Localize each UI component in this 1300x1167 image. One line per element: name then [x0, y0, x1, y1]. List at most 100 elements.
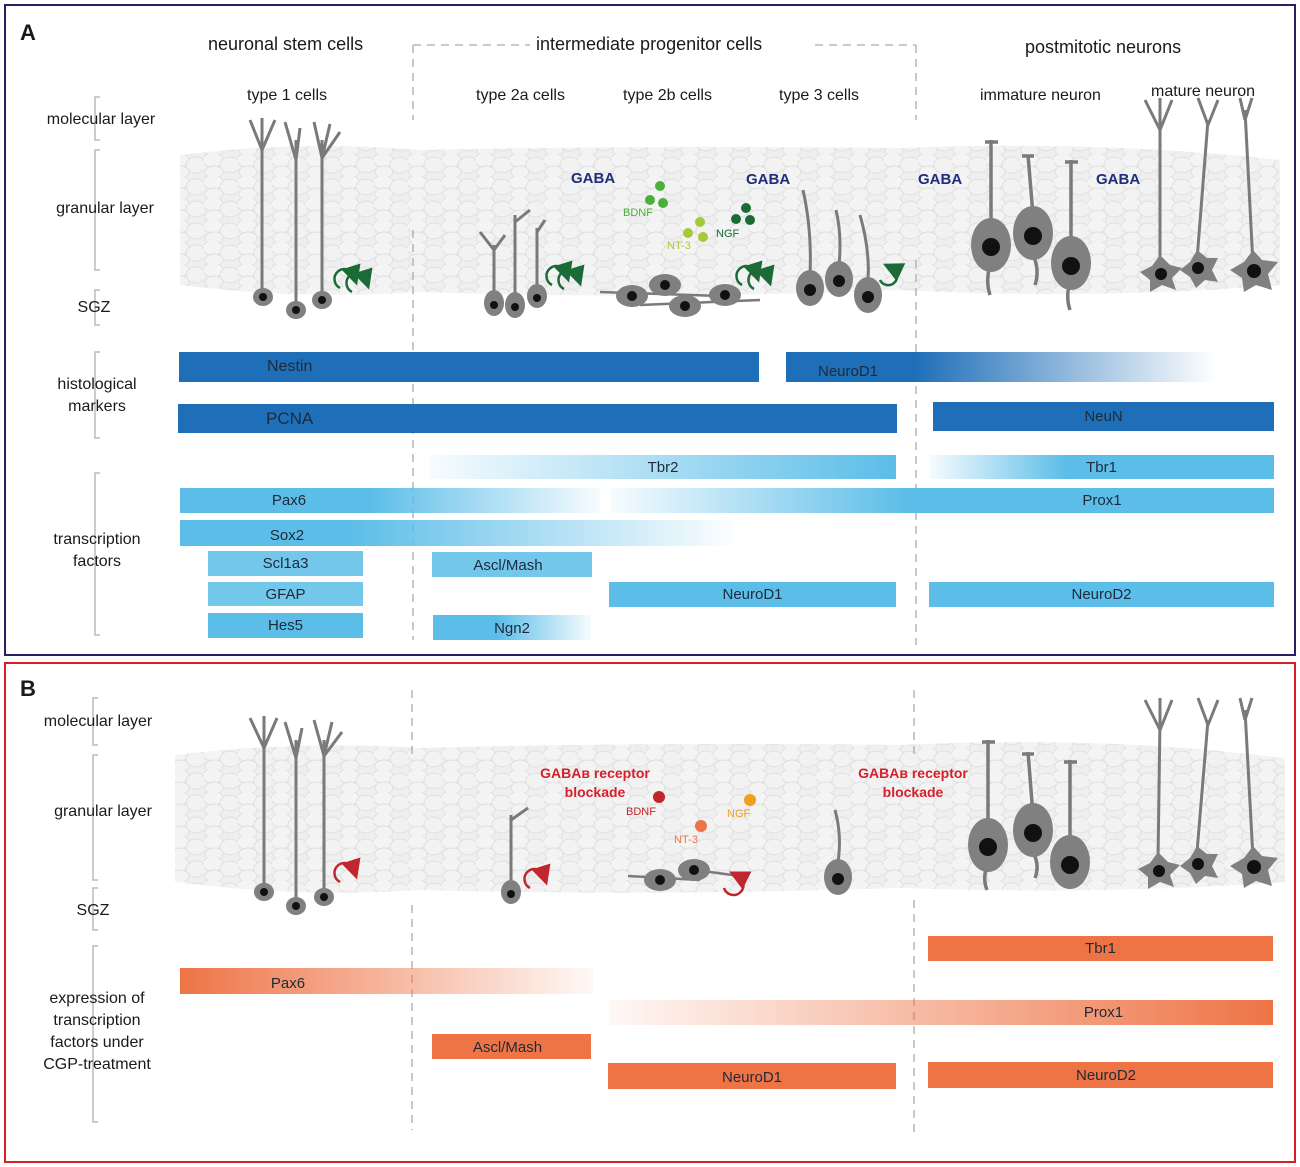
- layer-brackets-a: [94, 96, 100, 636]
- bar-b-pax6: [180, 968, 593, 994]
- bar-scl1a3: [208, 551, 363, 576]
- tbr1-label-b: Tbr1: [1085, 940, 1116, 957]
- type1-cells-a: [248, 118, 342, 308]
- bar-prox1: [610, 488, 1274, 513]
- proliferation-arrows-a: [333, 260, 906, 294]
- scl1a3-label: Scl1a3: [262, 555, 309, 572]
- bar-b-prox1: [609, 1000, 1273, 1025]
- sox2-label: Sox2: [269, 526, 305, 544]
- layer-molecular-b: molecular layer: [43, 713, 153, 730]
- bar-ngn2: [433, 615, 591, 640]
- bar-neurod1-histo: [786, 352, 1216, 382]
- bar-gfap: [208, 582, 363, 606]
- immature-somata-a: [971, 206, 1091, 290]
- layer-brackets-b: [92, 697, 98, 1123]
- gaba-label-2: GABA: [746, 171, 791, 188]
- neurotrophin-dots-a: [645, 181, 755, 242]
- bar-neun: [933, 402, 1274, 431]
- bar-sox2: [180, 520, 740, 546]
- stage-dividers-a: [412, 44, 917, 645]
- gaba-label-4: GABA: [1096, 171, 1141, 188]
- pcna-label: PCNA: [266, 408, 314, 428]
- mature-neurons-a: [1143, 97, 1255, 268]
- panel-a: [4, 4, 1296, 656]
- proliferation-arrows-b: [333, 857, 752, 897]
- mature-neurons-b: [1143, 697, 1255, 861]
- layer-transcription-a: transcription factors: [53, 531, 141, 570]
- label-immature-neuron: immature neuron: [980, 87, 1101, 104]
- panel-b: [4, 662, 1296, 1163]
- bar-neurod1-tf: [609, 582, 896, 607]
- bar-hes5: [208, 613, 363, 638]
- prox1-label-b: Prox1: [1083, 1004, 1124, 1021]
- type1-cells-b: [248, 716, 344, 905]
- label-mature-neuron: mature neuron: [1151, 83, 1256, 100]
- immature-neurons-b: [982, 740, 1077, 891]
- label-type3: type 3 cells: [779, 87, 860, 104]
- label-type1: type 1 cells: [247, 87, 328, 104]
- ngf-label-a: NGF: [716, 228, 740, 240]
- header-postmitotic-neurons: postmitotic neurons: [1025, 37, 1182, 57]
- bar-ascl: [432, 552, 592, 577]
- panel-a-label: A: [20, 20, 36, 45]
- tissue-band-a: [180, 145, 1280, 296]
- layer-sgz-a: SGZ: [77, 299, 111, 316]
- type2a-somata-a: [484, 284, 547, 318]
- gaba-label-1: GABA: [571, 170, 616, 187]
- label-type2b: type 2b cells: [623, 87, 712, 104]
- type2b-cells-a: [599, 274, 761, 317]
- bar-b-neurod2: [928, 1062, 1273, 1088]
- type3-cell-b: [824, 809, 852, 895]
- nt3-label-b: NT-3: [674, 834, 698, 846]
- layer-granular-b: granular layer: [54, 803, 152, 820]
- tissue-band-b: [175, 741, 1285, 893]
- neurod2-label: NeuroD2: [1071, 586, 1132, 603]
- bar-neurod2: [929, 582, 1274, 607]
- neurotrophin-dots-b: [653, 791, 756, 832]
- neurod2-label-b: NeuroD2: [1075, 1066, 1137, 1084]
- ngn2-label: Ngn2: [494, 620, 530, 637]
- bar-tbr2: [430, 455, 896, 479]
- type2a-cell-b: [501, 806, 529, 904]
- neurod1-histo-label: NeuroD1: [817, 362, 879, 380]
- type3-cells-a: [801, 189, 870, 281]
- bdnf-label-a: BDNF: [623, 207, 653, 219]
- neurod1-tf-label: NeuroD1: [722, 586, 783, 603]
- bar-b-ascl: [432, 1034, 591, 1059]
- blockade-label-1: GABAʙ receptor blockade: [540, 765, 650, 800]
- type1-somata-b: [254, 883, 334, 915]
- header-progenitor-cells: intermediate progenitor cells: [536, 34, 763, 54]
- tbr2-label: Tbr2: [647, 458, 679, 476]
- layer-molecular-a: molecular layer: [46, 111, 156, 128]
- layer-expression-b: expression of transcription factors unde…: [43, 990, 151, 1073]
- tbr1-label: Tbr1: [1086, 458, 1117, 476]
- layer-histological-a: histological markers: [57, 376, 137, 415]
- pax6-label: Pax6: [271, 492, 307, 509]
- mature-somata-b: [1138, 846, 1278, 889]
- layer-granular-a: granular layer: [56, 200, 154, 217]
- gaba-label-3: GABA: [918, 171, 963, 188]
- bar-nestin: [179, 352, 759, 382]
- hes5-label: Hes5: [267, 617, 304, 634]
- bar-tbr1: [929, 455, 1274, 479]
- pax6-label-b: Pax6: [270, 974, 306, 992]
- bdnf-label-b: BDNF: [626, 806, 656, 818]
- label-type2a: type 2a cells: [476, 87, 565, 104]
- bar-pcna: [178, 404, 897, 433]
- mature-somata-a: [1140, 250, 1278, 292]
- header-stem-cells: neuronal stem cells: [208, 34, 364, 54]
- immature-somata-b: [968, 803, 1090, 889]
- gfap-label: GFAP: [265, 585, 306, 603]
- bar-pax6: [180, 488, 600, 513]
- nestin-label: Nestin: [267, 358, 313, 375]
- nt3-label-a: NT-3: [667, 240, 691, 252]
- ascl-label: Ascl/Mash: [473, 557, 543, 574]
- type1-somata-a: [253, 288, 332, 319]
- layer-sgz-b: SGZ: [76, 902, 110, 919]
- bar-b-tbr1: [928, 936, 1273, 961]
- immature-neurons-a: [985, 140, 1078, 311]
- ngf-label-b: NGF: [727, 808, 751, 820]
- type3-somata-a: [796, 261, 882, 313]
- prox1-label: Prox1: [1082, 492, 1122, 509]
